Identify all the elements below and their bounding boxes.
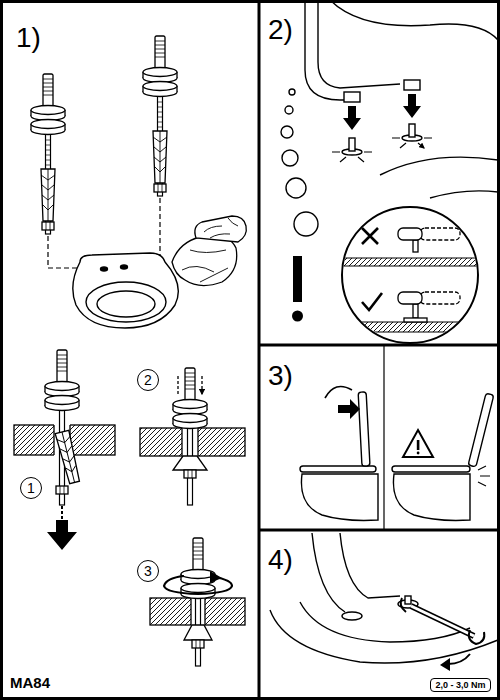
lid-check-wrong — [392, 393, 494, 520]
step-tighten — [150, 538, 245, 666]
step-insert — [14, 350, 115, 550]
step-number: 4) — [268, 546, 293, 574]
warning-exclamation — [292, 256, 303, 322]
step-number: 1) — [16, 24, 41, 52]
node-text: 2,0 - 3,0 Nm — [435, 681, 485, 690]
step-press — [140, 368, 245, 505]
tightening-view — [270, 533, 498, 671]
model-code: MA84 — [10, 675, 50, 690]
callout-number: 1 — [20, 477, 42, 499]
node-text: 2 — [144, 373, 152, 387]
torque-value-box: 2,0 - 3,0 Nm — [430, 678, 491, 692]
toilet-top-view — [73, 253, 179, 328]
hand-with-cloth — [172, 216, 246, 286]
fixing-bolts — [31, 36, 177, 268]
lid-check-correct — [300, 386, 378, 520]
hinge-placement — [281, 0, 498, 236]
step-number: 2) — [268, 16, 293, 44]
magnified-detail — [340, 207, 480, 343]
callout-number: 2 — [137, 369, 159, 391]
step-number: 3) — [268, 362, 293, 390]
node-text: 3 — [144, 564, 152, 578]
node-text: 1 — [27, 481, 35, 495]
callout-number: 3 — [137, 560, 159, 582]
